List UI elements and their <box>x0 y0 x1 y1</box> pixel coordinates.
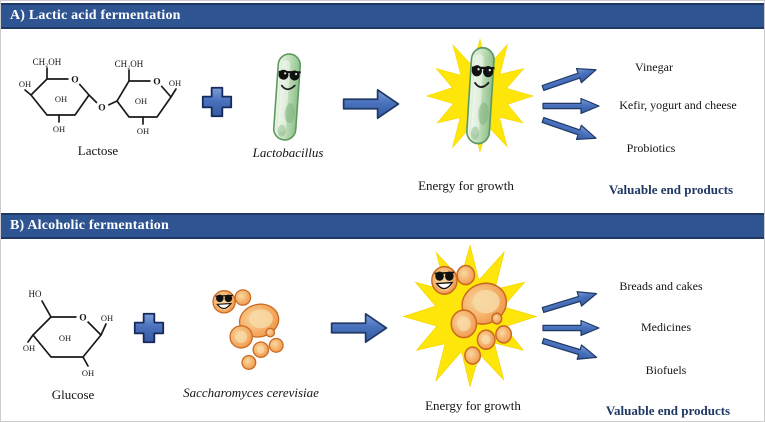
plus-icon <box>133 312 165 344</box>
glucose-molecule-icon: HO O OH OH OH OH <box>23 289 113 378</box>
lactobacillus-bacterium-icon <box>272 52 303 142</box>
hydroxyl-label: OH <box>137 126 149 136</box>
product-label: Probiotics <box>626 141 676 155</box>
ring-oxygen-label: O <box>153 78 160 88</box>
section-a-title: A) Lactic acid fermentation <box>10 8 181 23</box>
microbe-label-b: Saccharomyces cerevisiae <box>183 385 319 400</box>
ring-oxygen-label: O <box>79 314 86 324</box>
block-arrow-right-icon <box>342 88 400 120</box>
product-label: Medicines <box>641 320 691 334</box>
product-label: Kefir, yogurt and cheese <box>619 98 737 112</box>
section-a-header-bar: A) Lactic acid fermentation <box>1 3 764 29</box>
plus-icon <box>201 86 233 118</box>
end-products-caption-b: Valuable end products <box>605 403 731 418</box>
energy-burst-icon <box>426 38 534 153</box>
product-label: Biofuels <box>645 363 687 377</box>
lactose-molecule-icon: CH₂OH CH₂OH O O O OH OH OH OH OH OH <box>19 57 181 136</box>
product-label: Vinegar <box>635 60 673 74</box>
section-b-header-bar: B) Alcoholic fermentation <box>1 213 764 239</box>
hydroxyl-label: OH <box>82 368 94 378</box>
section-b-title: B) Alcoholic fermentation <box>10 218 169 233</box>
end-products-caption-a: Valuable end products <box>608 182 734 197</box>
microbe-label-a: Lactobacillus <box>252 145 324 160</box>
hydroxyl-label: OH <box>101 313 113 323</box>
yeast-cells-icon <box>212 289 284 370</box>
substrate-label-a: Lactose <box>77 143 119 158</box>
lactose-ch2oh-label: CH₂OH <box>33 57 62 67</box>
hydroxyl-label: OH <box>135 96 147 106</box>
energy-label-b: Energy for growth <box>425 398 521 413</box>
hydroxyl-label: OH <box>53 124 65 134</box>
ring-oxygen-label: O <box>71 76 78 86</box>
hydroxyl-label: OH <box>23 343 35 353</box>
block-arrow-right-icon <box>330 312 388 344</box>
substrate-label-b: Glucose <box>51 387 95 402</box>
product-label: Breads and cakes <box>619 279 703 293</box>
lactose-ch2oh-label: CH₂OH <box>115 59 144 69</box>
glucose-ho-label: HO <box>29 289 42 299</box>
hydroxyl-label: OH <box>169 78 181 88</box>
bridge-oxygen-label: O <box>98 104 105 114</box>
energy-burst-icon <box>403 245 537 387</box>
hydroxyl-label: OH <box>19 79 31 89</box>
energy-label-a: Energy for growth <box>418 178 514 193</box>
hydroxyl-label: OH <box>59 333 71 343</box>
hydroxyl-label: OH <box>55 94 67 104</box>
